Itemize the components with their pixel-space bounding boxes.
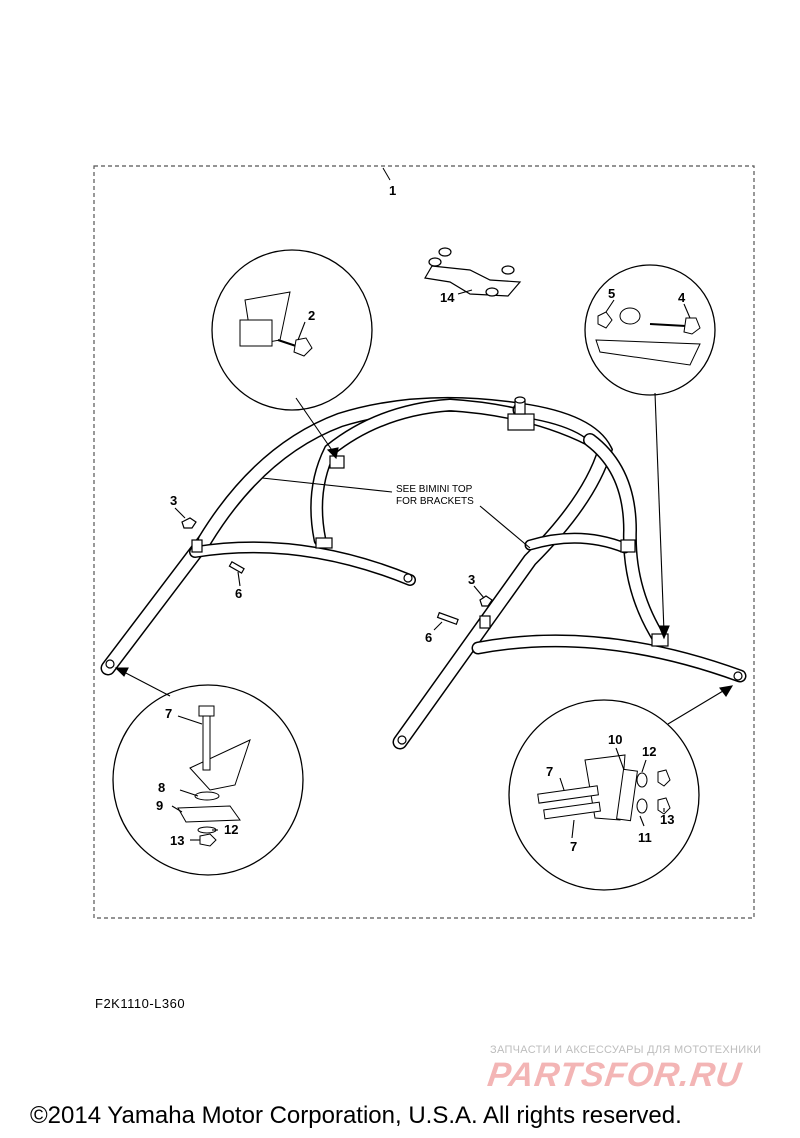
detail-circle-4-5 [584, 264, 716, 396]
callout-14: 14 [440, 290, 455, 305]
callout-2: 2 [308, 308, 315, 323]
callout-13-right: 13 [660, 812, 674, 827]
callout-8: 8 [158, 780, 165, 795]
callout-5: 5 [608, 286, 615, 301]
callout-10: 10 [608, 732, 622, 747]
top-mount [507, 396, 535, 431]
callout-numbers: 1 2 5 4 14 3 6 3 6 7 8 9 12 13 10 12 7 1… [156, 183, 686, 854]
leader-lines [114, 289, 734, 841]
callout-6-right: 6 [425, 630, 432, 645]
bracket-part-14 [424, 247, 522, 297]
figure-code: F2K1110-L360 [95, 996, 186, 1011]
bimini-note-line1: SEE BIMINI TOP [396, 484, 473, 495]
watermark-tagline: ЗАПЧАСТИ И АКСЕССУАРЫ ДЛЯ МОТОТЕХНИКИ [490, 1044, 762, 1056]
kit-boundary [93, 165, 755, 919]
callout-1: 1 [389, 183, 396, 198]
frame-clamps [105, 455, 743, 745]
watermark-logo: PARTSFOR.RU [485, 1056, 745, 1094]
callout-7-right-top: 7 [546, 764, 553, 779]
callout-3-right: 3 [468, 572, 475, 587]
copyright-notice: ©2014 Yamaha Motor Corporation, U.S.A. A… [30, 1102, 682, 1129]
callout-13-left: 13 [170, 833, 184, 848]
callout-6-left: 6 [235, 586, 242, 601]
callout-3-left: 3 [170, 493, 177, 508]
detail-circle-left-base [112, 684, 304, 876]
detail-circle-2 [211, 249, 373, 411]
callout-4: 4 [678, 290, 686, 305]
callout-7-left: 7 [165, 706, 172, 721]
callout-12-left: 12 [224, 822, 238, 837]
callout-12-right: 12 [642, 744, 656, 759]
callout-11: 11 [638, 830, 652, 845]
bimini-note-line2: FOR BRACKETS [396, 496, 474, 507]
callout-7-right-bottom: 7 [570, 839, 577, 854]
callout-9: 9 [156, 798, 163, 813]
detail-circle-right-base [508, 699, 700, 891]
bolt-parts [181, 517, 493, 626]
